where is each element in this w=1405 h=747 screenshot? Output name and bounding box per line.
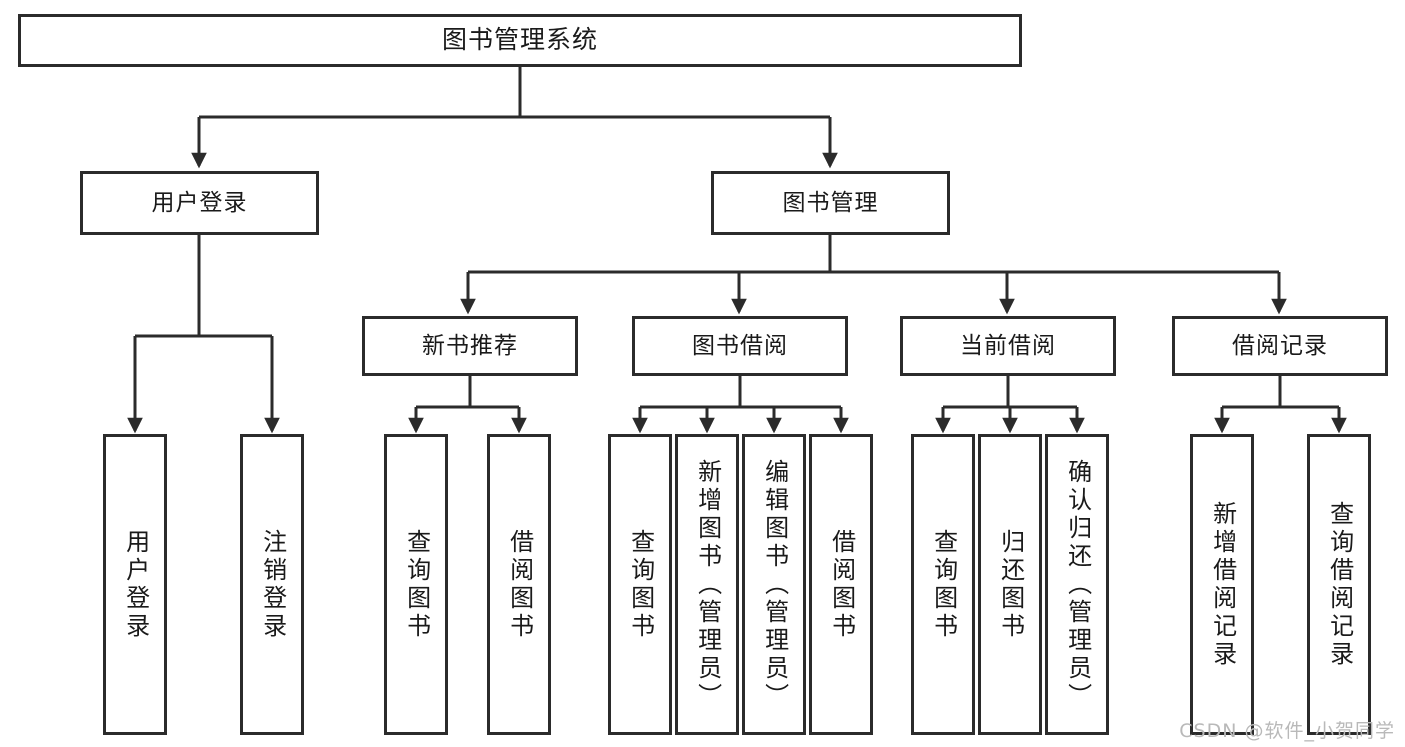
node-label: 图书管理系统 [441, 25, 598, 55]
watermark-text: CSDN @软件_小贺同学 [1179, 720, 1395, 742]
leaf-record-add-record[interactable]: 新增借阅记录 [1190, 434, 1254, 735]
node-label: 用户登录 [121, 528, 150, 641]
node-new-book-recommend[interactable]: 新书推荐 [362, 316, 578, 376]
node-label: 当前借阅 [960, 332, 1056, 359]
node-label: 用户登录 [151, 189, 248, 216]
node-label: 查询借阅记录 [1325, 500, 1354, 669]
node-label: 图书管理 [782, 189, 879, 216]
leaf-user-login[interactable]: 用户登录 [103, 434, 167, 735]
node-book-borrow[interactable]: 图书借阅 [632, 316, 848, 376]
leaf-user-logout[interactable]: 注销登录 [240, 434, 304, 735]
leaf-current-confirm-return-admin[interactable]: 确认归还（管理员） [1045, 434, 1109, 735]
node-label: 注销登录 [258, 528, 287, 641]
node-borrow-record[interactable]: 借阅记录 [1172, 316, 1388, 376]
node-label: 借阅图书 [827, 528, 856, 641]
node-label: 新增借阅记录 [1208, 500, 1237, 669]
leaf-current-query-book[interactable]: 查询图书 [911, 434, 975, 735]
leaf-newbook-borrow-book[interactable]: 借阅图书 [487, 434, 551, 735]
node-label: 新增图书（管理员） [693, 458, 722, 711]
leaf-borrow-borrow-book[interactable]: 借阅图书 [809, 434, 873, 735]
leaf-newbook-query-book[interactable]: 查询图书 [384, 434, 448, 735]
leaf-borrow-add-book-admin[interactable]: 新增图书（管理员） [675, 434, 739, 735]
node-label: 归还图书 [996, 528, 1025, 641]
node-current-borrow[interactable]: 当前借阅 [900, 316, 1116, 376]
node-label: 图书借阅 [692, 332, 788, 359]
node-label: 查询图书 [402, 528, 431, 641]
leaf-borrow-edit-book-admin[interactable]: 编辑图书（管理员） [742, 434, 806, 735]
leaf-current-return-book[interactable]: 归还图书 [978, 434, 1042, 735]
node-user-login[interactable]: 用户登录 [80, 171, 319, 235]
node-label: 新书推荐 [422, 332, 518, 359]
node-book-management[interactable]: 图书管理 [711, 171, 950, 235]
node-label: 编辑图书（管理员） [760, 458, 789, 711]
node-label: 借阅记录 [1232, 332, 1328, 359]
leaf-borrow-query-book[interactable]: 查询图书 [608, 434, 672, 735]
node-label: 查询图书 [626, 528, 655, 641]
node-label: 确认归还（管理员） [1063, 458, 1092, 711]
node-label: 借阅图书 [505, 528, 534, 641]
node-root-system[interactable]: 图书管理系统 [18, 14, 1022, 67]
node-label: 查询图书 [929, 528, 958, 641]
leaf-record-query-record[interactable]: 查询借阅记录 [1307, 434, 1371, 735]
